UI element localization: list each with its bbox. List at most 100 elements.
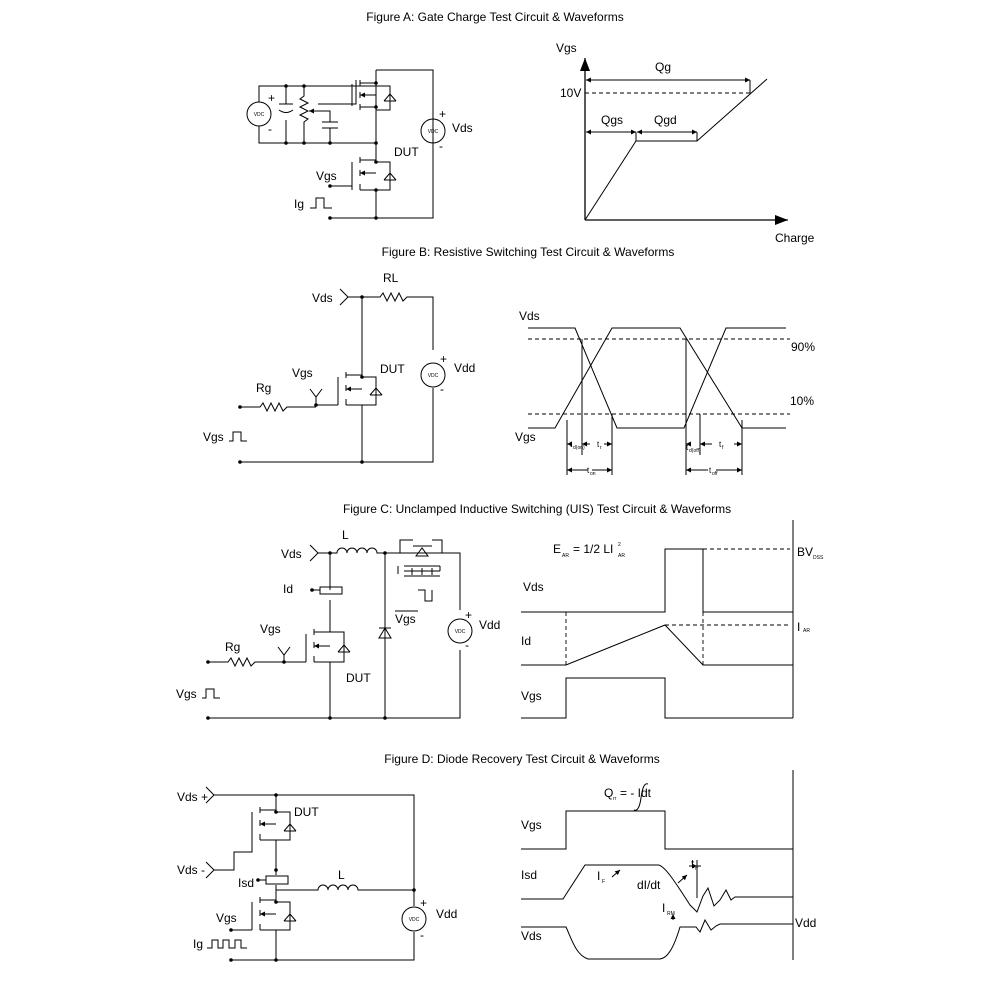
t-off-sub: off	[712, 471, 718, 477]
vds-trace	[528, 327, 786, 429]
vgs-source-label: Vgs	[203, 430, 224, 444]
t-r-label: t	[597, 440, 600, 449]
resistive-switching-waveform: Vds Vgs 90% 10% t d(on) t r t on t	[515, 309, 815, 477]
id-trace	[521, 624, 793, 666]
wave-vdd-label: Vdd	[795, 916, 816, 930]
figure-b: Figure B: Resistive Switching Test Circu…	[203, 245, 815, 477]
trr-sub: rr	[695, 866, 699, 872]
rg-label: Rg	[225, 640, 240, 654]
vdd-label: Vdd	[436, 907, 457, 921]
qgd-label: Qgd	[654, 113, 677, 127]
vdd-plus: +	[420, 896, 427, 910]
wave-vds-label: Vds	[521, 929, 542, 943]
didt-label: dI/dt	[637, 878, 661, 892]
vdc-source	[420, 362, 446, 388]
qrr-label: Q	[604, 786, 613, 800]
id-label: Id	[283, 582, 293, 596]
if-label: I	[597, 869, 600, 883]
isd-label: Isd	[238, 876, 254, 890]
bvdss-sub: DSS	[813, 555, 824, 561]
wave-id-label: Id	[521, 634, 531, 648]
vds-trace	[521, 548, 793, 613]
ear-sub: AR	[562, 553, 569, 559]
if-sub: F	[602, 879, 605, 885]
dut-label: DUT	[346, 671, 371, 685]
t-on-sub: on	[590, 471, 596, 477]
vgs-label: Vgs	[316, 169, 337, 183]
t-off-label: t	[709, 466, 712, 475]
rg-label: Rg	[256, 381, 271, 395]
qrr-sub: rr	[613, 796, 617, 802]
ten-percent-label: 10%	[790, 394, 814, 408]
vgs-label: Vgs	[292, 366, 313, 380]
vds-label: Vds	[312, 291, 333, 305]
qg-label: Qg	[655, 60, 671, 74]
ninety-percent-label: 90%	[791, 340, 815, 354]
vgs-label: Vgs	[260, 622, 281, 636]
vds-plus: +	[439, 107, 446, 121]
qrr-eq: = - Idt	[620, 786, 652, 800]
ear-sub2: AR	[618, 553, 625, 559]
vgs-trace	[521, 810, 793, 850]
vdd-minus: -	[465, 638, 469, 652]
wave-vds-label: Vds	[519, 309, 540, 323]
t-f-label: t	[719, 440, 722, 449]
rl-label: RL	[383, 271, 399, 285]
iar-label: I	[797, 620, 800, 634]
t-doff-label: t	[686, 443, 689, 452]
ear-sup: 2	[618, 542, 621, 548]
t-doff-sub: d(off)	[689, 448, 701, 454]
vdd-plus: +	[465, 608, 472, 622]
vdd-minus: -	[440, 382, 444, 396]
ig-label: Ig	[193, 937, 203, 951]
vgs-trace	[521, 677, 793, 719]
vdd-label: Vdd	[454, 361, 475, 375]
diode-recovery-circuit: Vds + DUT Vds - Isd L Vgs Ig VDC +	[177, 786, 457, 962]
figure-c-title: Figure C: Unclamped Inductive Switching …	[343, 502, 731, 516]
vds-minus-label: Vds -	[177, 863, 205, 877]
vdc-label: VDC	[428, 373, 439, 379]
t-don-label: t	[570, 440, 573, 449]
wave-vgs-label: Vgs	[515, 430, 536, 444]
l-label: L	[342, 528, 349, 542]
irm-sub: RM	[667, 911, 675, 917]
vgs-trace	[528, 327, 786, 429]
vds-minus: -	[439, 139, 443, 153]
t-r-sub: r	[600, 445, 602, 451]
dut-label: DUT	[294, 805, 319, 819]
vdc-label: VDC	[409, 917, 420, 923]
qgs-label: Qgs	[601, 113, 623, 127]
t-f-sub: f	[722, 445, 724, 451]
wave-isd-label: Isd	[521, 868, 537, 882]
axis-charge-label: Charge	[775, 231, 815, 245]
resistive-switching-circuit: Vds RL DUT Vgs Rg Vgs VDC + - Vdd	[203, 271, 475, 464]
vds-label: Vds	[452, 121, 473, 135]
t-don-sub: d(on)	[573, 445, 585, 451]
figure-d-title: Figure D: Diode Recovery Test Circuit & …	[384, 752, 659, 766]
wave-vds-label: Vds	[523, 580, 544, 594]
vdd-plus: +	[440, 352, 447, 366]
vdc-left-plus: +	[268, 91, 275, 105]
vdc-source-right	[420, 118, 446, 144]
ten-volt-label: 10V	[560, 86, 581, 100]
wave-vgs-label: Vgs	[521, 818, 542, 832]
vgs-curve	[584, 78, 768, 221]
vdc-label-left: VDC	[254, 112, 265, 118]
vgs-label: Vgs	[216, 911, 237, 925]
vdd-label: Vdd	[479, 618, 500, 632]
figure-d: Figure D: Diode Recovery Test Circuit & …	[177, 752, 816, 962]
figure-b-title: Figure B: Resistive Switching Test Circu…	[382, 245, 675, 259]
vdc-left-minus: -	[268, 122, 272, 136]
vgs-source-label: Vgs	[176, 687, 197, 701]
vdc-label: VDC	[455, 629, 466, 635]
figure-a-title: Figure A: Gate Charge Test Circuit & Wav…	[366, 10, 623, 24]
irm-label: I	[662, 901, 665, 915]
iar-sub: AR	[803, 628, 810, 634]
trr-label: t	[691, 857, 695, 871]
dut-label: DUT	[380, 362, 405, 376]
vds-trace	[521, 918, 793, 960]
vds-label: Vds	[281, 547, 302, 561]
axis-vgs-label: Vgs	[556, 41, 577, 55]
uis-waveform: E AR = 1/2 LI 2 AR Vds Id Vgs BV DSS I A…	[521, 520, 824, 719]
